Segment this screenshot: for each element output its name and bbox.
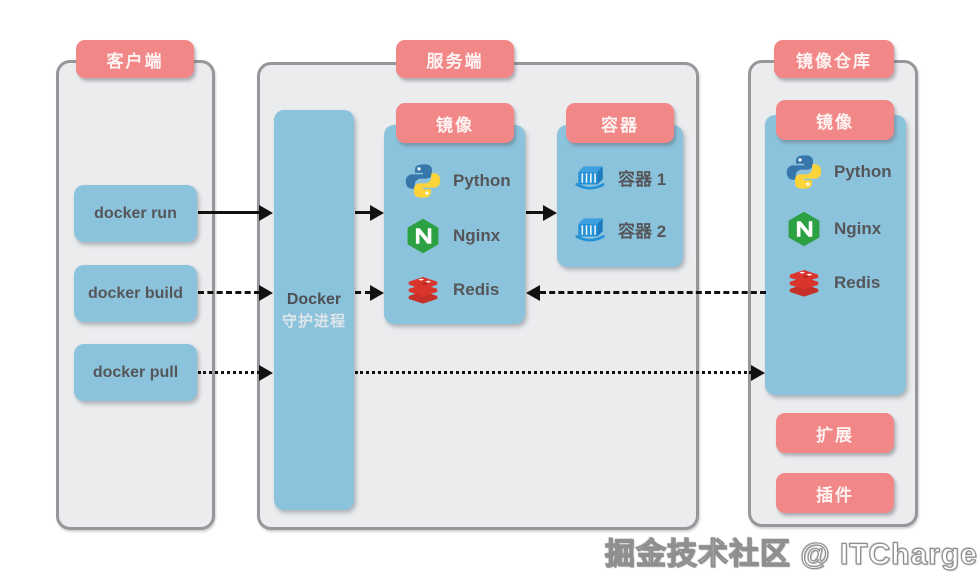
docker-pull-node: docker pull bbox=[74, 344, 197, 401]
registry-image-nginx: Nginx bbox=[785, 210, 881, 248]
image-item-label: Python bbox=[453, 171, 511, 190]
image-item-nginx: Nginx bbox=[404, 217, 500, 255]
server-images-box: Python Nginx Redis bbox=[384, 125, 525, 324]
daemon-label-line1: Docker bbox=[286, 290, 342, 308]
docker-run-label: docker run bbox=[94, 204, 177, 222]
server-title-label: 服务端 bbox=[426, 51, 484, 71]
registry-panel-title: 镜像仓库 bbox=[774, 40, 894, 78]
registry-image-python: Python bbox=[785, 153, 892, 191]
image-item-redis: Redis bbox=[404, 271, 499, 309]
client-title-label: 客户端 bbox=[106, 51, 164, 71]
registry-image-redis: Redis bbox=[785, 264, 880, 302]
arrowhead-run-to-daemon bbox=[259, 205, 273, 221]
python-icon bbox=[786, 155, 822, 189]
container-item-1: 容器 1 bbox=[573, 161, 666, 193]
arrowhead-daemon-to-images-dashed bbox=[370, 285, 384, 301]
registry-image-label: Python bbox=[834, 162, 892, 181]
arrow-images-to-containers bbox=[526, 211, 544, 214]
python-icon bbox=[405, 164, 441, 198]
arrow-pull-to-daemon bbox=[198, 371, 260, 374]
arrow-daemon-to-registry bbox=[355, 371, 752, 374]
nginx-icon bbox=[788, 211, 820, 247]
nginx-icon bbox=[407, 218, 439, 254]
registry-image-label: Nginx bbox=[834, 219, 882, 238]
server-panel-title: 服务端 bbox=[396, 40, 514, 78]
arrowhead-daemon-to-images bbox=[370, 205, 384, 221]
container-icon bbox=[575, 217, 605, 242]
registry-images-title: 镜像 bbox=[776, 100, 894, 140]
image-item-label: Redis bbox=[453, 280, 500, 299]
containers-box: 容器 1 容器 2 bbox=[557, 125, 683, 267]
docker-build-node: docker build bbox=[74, 265, 197, 322]
arrowhead-daemon-to-registry bbox=[751, 365, 765, 381]
arrow-build-to-daemon bbox=[198, 291, 260, 294]
client-panel-title: 客户端 bbox=[76, 40, 194, 78]
daemon-label-line2: 守护进程 bbox=[281, 312, 346, 330]
registry-image-label: Redis bbox=[834, 273, 881, 292]
plugins-node: 插件 bbox=[776, 473, 894, 513]
containers-title-label: 容器 bbox=[601, 115, 639, 135]
container-item-2: 容器 2 bbox=[573, 213, 666, 245]
image-item-python: Python bbox=[404, 162, 511, 200]
redis-icon bbox=[408, 276, 438, 304]
plugins-label: 插件 bbox=[816, 485, 854, 505]
arrowhead-images-to-containers bbox=[543, 205, 557, 221]
container-item-label: 容器 1 bbox=[618, 169, 667, 189]
registry-images-box: Python Nginx Redis bbox=[765, 115, 906, 395]
image-item-label: Nginx bbox=[453, 226, 501, 245]
arrow-run-to-daemon bbox=[198, 211, 260, 214]
redis-icon bbox=[789, 269, 819, 297]
docker-build-label: docker build bbox=[87, 284, 184, 302]
extensions-label: 扩展 bbox=[816, 425, 854, 445]
arrow-daemon-to-images-dashed bbox=[355, 291, 371, 294]
extensions-node: 扩展 bbox=[776, 413, 894, 453]
container-item-label: 容器 2 bbox=[618, 221, 667, 241]
docker-daemon-node: Docker 守护进程 bbox=[274, 110, 354, 510]
arrowhead-build-to-daemon bbox=[259, 285, 273, 301]
arrowhead-registry-to-images bbox=[526, 285, 540, 301]
docker-pull-label: docker pull bbox=[92, 363, 179, 381]
registry-images-title-label: 镜像 bbox=[816, 112, 854, 132]
docker-run-node: docker run bbox=[74, 185, 197, 242]
arrowhead-pull-to-daemon bbox=[259, 365, 273, 381]
containers-title: 容器 bbox=[566, 103, 674, 143]
arrow-daemon-to-images bbox=[355, 211, 371, 214]
arrow-registry-to-images bbox=[540, 291, 766, 294]
server-images-title-label: 镜像 bbox=[436, 115, 474, 135]
registry-title-label: 镜像仓库 bbox=[796, 51, 872, 71]
server-images-title: 镜像 bbox=[396, 103, 514, 143]
watermark: 掘金技术社区 @ ITCharge bbox=[604, 537, 978, 571]
container-icon bbox=[575, 165, 605, 190]
